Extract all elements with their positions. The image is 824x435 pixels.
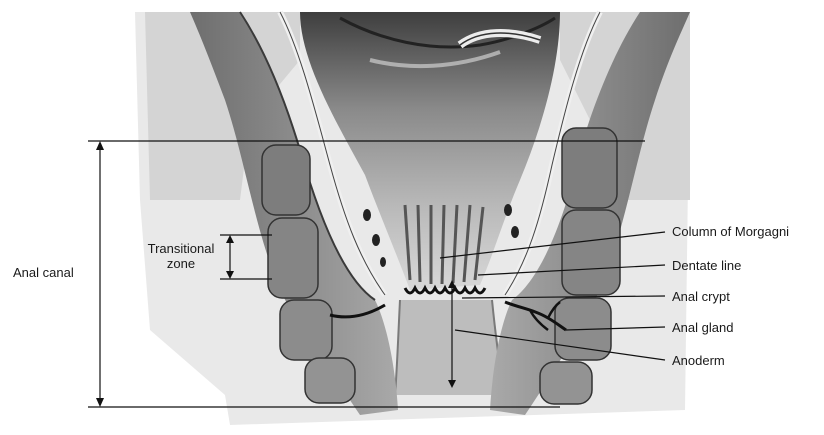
anal-canal-label: Anal canal [13, 265, 74, 280]
column-of-morgagni-label: Column of Morgagni [672, 224, 789, 239]
anal-crypt-label: Anal crypt [672, 289, 730, 304]
transitional-zone-label: Transitional zone [140, 241, 222, 271]
transitional-zone-label-line2: zone [140, 256, 222, 271]
anoderm-label: Anoderm [672, 353, 725, 368]
anal-gland-label: Anal gland [672, 320, 733, 335]
transitional-zone-label-line1: Transitional [140, 241, 222, 256]
dentate-line-label: Dentate line [672, 258, 741, 273]
